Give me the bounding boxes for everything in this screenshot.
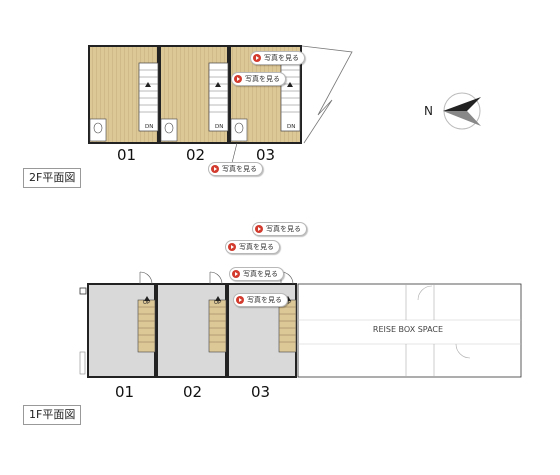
north-compass: N (424, 92, 481, 130)
floor-2f-plan: DN DN DN (88, 45, 353, 164)
play-icon (236, 296, 244, 304)
unit-1f-02 (156, 283, 227, 378)
stair-labels-1f: UP UP UP (143, 300, 292, 306)
floor-label-2f: 2F平面図 (23, 168, 82, 188)
view-photo-button-2f-03-middle[interactable]: 写真を見る (231, 72, 286, 86)
unit-number-2f-01: 01 (117, 146, 137, 164)
view-photo-button-1f-2[interactable]: 写真を見る (225, 240, 280, 254)
stair-label-2f-1: DN (145, 124, 153, 130)
floor-label-1f: 1F平面図 (23, 405, 82, 425)
play-icon (211, 165, 219, 173)
view-photo-button-2f-03-lower[interactable]: 写真を見る (208, 162, 263, 176)
stair-label-2f-2: DN (215, 124, 223, 130)
stair-label-2f-3: DN (287, 124, 295, 130)
play-icon (234, 75, 242, 83)
stair-labels-2f: DN DN DN (145, 124, 295, 130)
unit-number-2f-03: 03 (256, 146, 276, 164)
play-icon (255, 225, 263, 233)
unit-number-1f-03: 03 (251, 383, 271, 401)
view-photo-button-1f-3[interactable]: 写真を見る (229, 267, 284, 281)
play-icon (228, 243, 236, 251)
north-label: N (424, 104, 433, 118)
unit-2f-02 (159, 45, 229, 144)
view-photo-button-1f-03[interactable]: 写真を見る (233, 293, 288, 307)
stair-label-1f-1: UP (143, 300, 151, 306)
unit-2f-01 (88, 45, 159, 144)
reise-box-space-label: REISE BOX SPACE (373, 325, 443, 334)
unit-number-2f-02: 02 (186, 146, 206, 164)
play-icon (232, 270, 240, 278)
unit-number-1f-01: 01 (115, 383, 135, 401)
play-icon (253, 54, 261, 62)
stair-label-1f-2: UP (214, 300, 222, 306)
view-photo-button-1f-1[interactable]: 写真を見る (252, 222, 307, 236)
unit-number-1f-02: 02 (183, 383, 203, 401)
stair-label-1f-3: UP (284, 300, 292, 306)
view-photo-button-2f-03-upper[interactable]: 写真を見る (250, 51, 305, 65)
unit-1f-01 (87, 283, 156, 378)
reise-box-space: REISE BOX SPACE (297, 283, 522, 378)
floor-1f-plan: REISE BOX SPACE (79, 271, 522, 378)
